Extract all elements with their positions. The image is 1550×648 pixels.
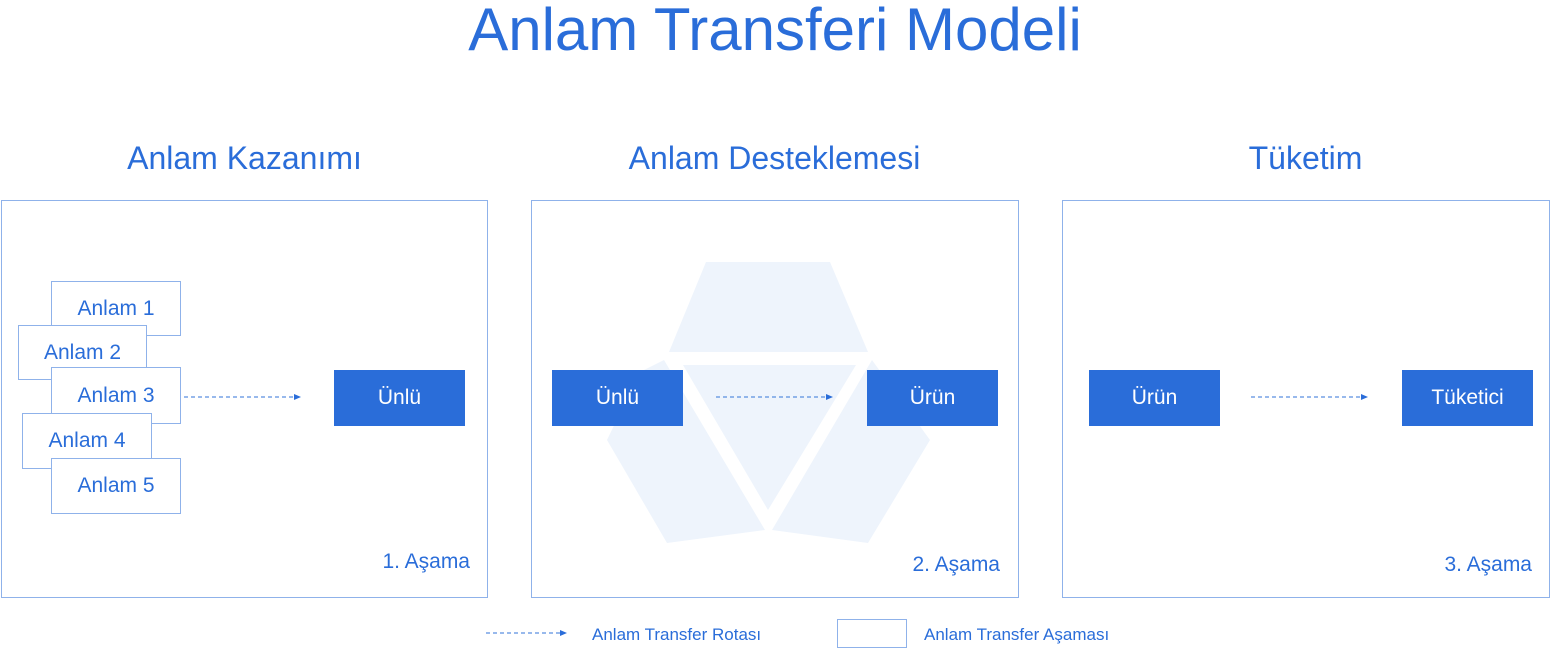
meaning-label: Anlam 3 <box>77 383 155 407</box>
meaning-label: Anlam 5 <box>77 474 155 497</box>
outlined-box-icon <box>837 619 907 648</box>
stage-label-1: 1. Aşama <box>382 550 470 573</box>
meaning-label: Anlam 1 <box>77 296 155 320</box>
celebrity-box: Ünlü <box>552 370 683 426</box>
consumer-label: Tüketici <box>1431 386 1504 409</box>
celebrity-label: Ünlü <box>377 386 422 409</box>
product-box: Ürün <box>1089 370 1220 426</box>
dashed-arrow-icon <box>184 394 301 400</box>
meaning-box-1: Anlam 1 <box>51 281 181 336</box>
meaning-box-5: Anlam 5 <box>51 458 181 514</box>
celebrity-box: Ünlü <box>334 370 465 426</box>
legend-route-label: Anlam Transfer Rotası <box>592 625 762 644</box>
dashed-arrow-icon <box>486 630 567 636</box>
stage-label-2: 2. Aşama <box>912 553 1000 576</box>
section-heading-acquisition: Anlam Kazanımı <box>127 140 362 176</box>
legend-stage-label: Anlam Transfer Aşaması <box>924 625 1110 644</box>
dashed-arrow-icon <box>1251 394 1368 400</box>
section-heading-consumption: Tüketim <box>1248 140 1363 176</box>
product-label: Ürün <box>1131 386 1178 409</box>
celebrity-label: Ünlü <box>595 386 640 409</box>
section-heading-endorsement: Anlam Desteklemesi <box>628 140 921 176</box>
product-box: Ürün <box>867 370 998 426</box>
stage-label-3: 3. Aşama <box>1444 553 1532 576</box>
meaning-label: Anlam 4 <box>48 429 126 452</box>
consumer-box: Tüketici <box>1402 370 1533 426</box>
stage-panel-2 <box>531 200 1019 598</box>
product-label: Ürün <box>909 386 956 409</box>
diagram-title: Anlam Transferi Modeli <box>468 0 1082 63</box>
dashed-arrow-icon <box>716 394 833 400</box>
meaning-label: Anlam 2 <box>43 340 122 364</box>
stage-panel-1 <box>1 200 488 598</box>
